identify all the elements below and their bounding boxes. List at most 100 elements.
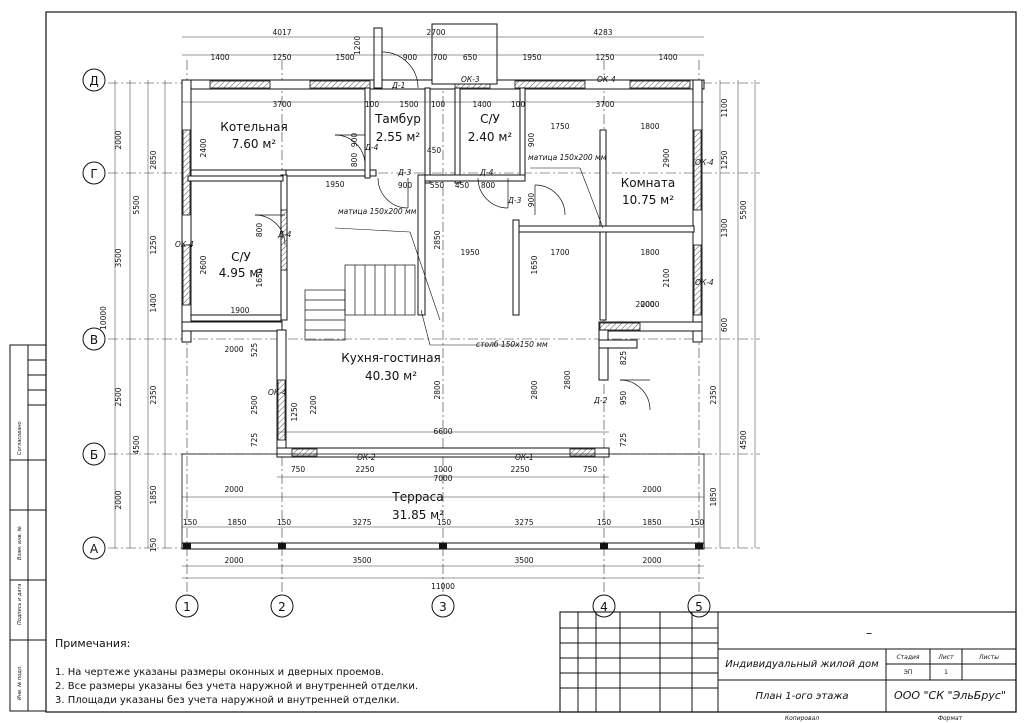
label-dims_left_total: 10000 <box>99 306 108 330</box>
label-dims_ok-1: 2250 <box>355 465 374 474</box>
axis-D: Д <box>82 68 106 92</box>
stamp-project: Индивидуальный жилой дом <box>725 659 879 670</box>
room-labels: Котельная 7.60 м² Тамбур 2.55 м² С/У 2.4… <box>219 112 675 522</box>
side-stamp-replaced: Взам. инв. № <box>17 526 23 560</box>
label-dims_bottom_row1-5: 3275 <box>514 518 533 527</box>
label-dims_terrace-2: 2000 <box>642 485 661 494</box>
label-dims_inner_misc-4: 2000 <box>224 345 243 354</box>
note-2: 2. Все размеры указаны без учета наружно… <box>55 681 418 692</box>
label-dims_inner_misc-37: 900 <box>350 133 359 148</box>
label-dims_top-8: 1400 <box>658 53 677 62</box>
mark-d4b: Д-4 <box>479 168 494 177</box>
label-dims_inner_misc-19: 2500 <box>250 395 259 414</box>
stamp-stage-header: Стадия <box>896 654 919 661</box>
label-dims_right-0: 1100 <box>720 98 729 117</box>
label-dims_inner_misc-13: 2000 <box>640 300 659 309</box>
label-dims_inner_misc-0: 2400 <box>199 138 208 157</box>
room-terrace-area: 31.85 м² <box>392 508 444 522</box>
room-kitchen-name: Кухня-гостиная <box>341 351 441 365</box>
label-dims_ok-2: 1000 <box>433 465 452 474</box>
mark-d2: Д-2 <box>593 396 608 405</box>
note-1: 1. На чертеже указаны размеры оконных и … <box>55 667 384 678</box>
mark-d3b: Д-3 <box>507 196 522 205</box>
label-dims_inner_misc-3: 1900 <box>230 306 249 315</box>
label-dims_top_inner-4: 1400 <box>472 100 491 109</box>
label-dims_left_inner-3: 2350 <box>149 385 158 404</box>
label-dims_bottom_row2-0: 2000 <box>224 556 243 565</box>
door-swings <box>254 51 651 411</box>
axis-bubbles: 1 2 3 4 5 Д Г В Б А <box>82 68 711 618</box>
label-dims_bottom_row1-1: 1850 <box>227 518 246 527</box>
side-stamp-sign: Подпись и дата <box>17 584 23 625</box>
label-dims_inner_misc-33: 900 <box>398 181 413 190</box>
axis-5: 5 <box>687 594 711 618</box>
note-3: 3. Площади указаны без учета наружной и … <box>55 695 400 706</box>
label-dims_right-1: 1250 <box>720 150 729 169</box>
label-dims_top-0: 1400 <box>210 53 229 62</box>
label-dims_inner_misc-6: 1950 <box>460 248 479 257</box>
room-bath-top-area: 2.40 м² <box>468 130 513 144</box>
terrace <box>181 453 705 550</box>
stamp-dash: – <box>866 626 872 640</box>
label-dims_bottom_row1-4: 150 <box>437 518 452 527</box>
stamp-sheet-title: План 1-ого этажа <box>756 691 849 702</box>
label-dims_inner_misc-12: 2100 <box>662 268 671 287</box>
label-axes_horizontal-4: 5 <box>695 600 703 614</box>
label-dims_inner_misc-16: 2800 <box>530 380 539 399</box>
mark-ok4a: ОК-4 <box>597 75 616 84</box>
label-dims_left_outer-1: 3500 <box>114 248 123 267</box>
room-boiler-name: Котельная <box>220 120 287 134</box>
axis-A: А <box>82 536 106 560</box>
mark-ok2: ОК-2 <box>357 453 376 462</box>
label-axes_vertical-0: Д <box>89 74 98 88</box>
room-vestibule-area: 2.55 м² <box>376 130 421 144</box>
staircase <box>304 264 416 341</box>
label-dims_bottom_row2-3: 2000 <box>642 556 661 565</box>
callout-mattress-1: матица 150x200 мм <box>338 207 417 216</box>
axis-2: 2 <box>270 594 294 618</box>
label-dims_bottom_row1-3: 3275 <box>352 518 371 527</box>
label-dims_right-4: 2350 <box>709 385 718 404</box>
label-dims_top_outer-1: 2700 <box>426 28 445 37</box>
room-kitchen-area: 40.30 м² <box>365 369 417 383</box>
label-dims_inner_misc-21: 525 <box>250 343 259 358</box>
label-dims_top_outer-2: 4283 <box>593 28 612 37</box>
label-dims_top-3: 900 <box>403 53 418 62</box>
stamp-stage: ЭП <box>904 669 913 676</box>
axis-V: В <box>82 327 106 351</box>
label-dims_inner_misc-32: 550 <box>430 181 445 190</box>
label-dims_right_outer-0: 5500 <box>739 200 748 219</box>
label-dims_ok-0: 750 <box>291 465 306 474</box>
label-dims_inner_misc-29: 800 <box>350 153 359 168</box>
label-dims_inner_misc-7: 1700 <box>550 248 569 257</box>
label-dims_right-5: 1850 <box>709 487 718 506</box>
label-dims_top_outer-0: 4017 <box>272 28 291 37</box>
label-dims_inner_misc-35: 900 <box>527 193 536 208</box>
label-dims_inner_misc-8: 1800 <box>640 248 659 257</box>
label-dims_left_outer-3: 2000 <box>114 490 123 509</box>
label-dims_inner_misc-17: 2800 <box>563 370 572 389</box>
label-dims_inner_misc-1: 2600 <box>199 255 208 274</box>
label-dims_right-3: 600 <box>720 318 729 333</box>
label-dims_left_inner-0: 2850 <box>149 150 158 169</box>
label-dims_top_inner-1: 100 <box>365 100 380 109</box>
label-dims_top-7: 1250 <box>595 53 614 62</box>
label-dims_inner_misc-28: 800 <box>255 223 264 238</box>
label-axes_horizontal-0: 1 <box>183 600 191 614</box>
mark-d4c: Д-4 <box>277 230 292 239</box>
label-dims_terrace-0: 2000 <box>224 485 243 494</box>
label-dims_inner_misc-23: 725 <box>619 433 628 448</box>
label-dims_right_outer-1: 4500 <box>739 430 748 449</box>
side-stamp-inv: Инв. № подл. <box>17 666 23 701</box>
stamp-copied: Копировал <box>785 715 819 722</box>
mark-d3a: Д-3 <box>397 168 412 177</box>
label-dims_top-5: 650 <box>463 53 478 62</box>
axis-G: Г <box>82 161 106 185</box>
label-dims_bottom_row1-2: 150 <box>277 518 292 527</box>
label-axes_vertical-1: Г <box>90 167 97 181</box>
label-dims_bottom_total: 11000 <box>431 582 455 591</box>
label-dims_inner_misc-18: 2200 <box>309 395 318 414</box>
label-dims_ok-4: 750 <box>583 465 598 474</box>
stamp-company: ООО "СК "ЭльБрус" <box>894 689 1006 702</box>
